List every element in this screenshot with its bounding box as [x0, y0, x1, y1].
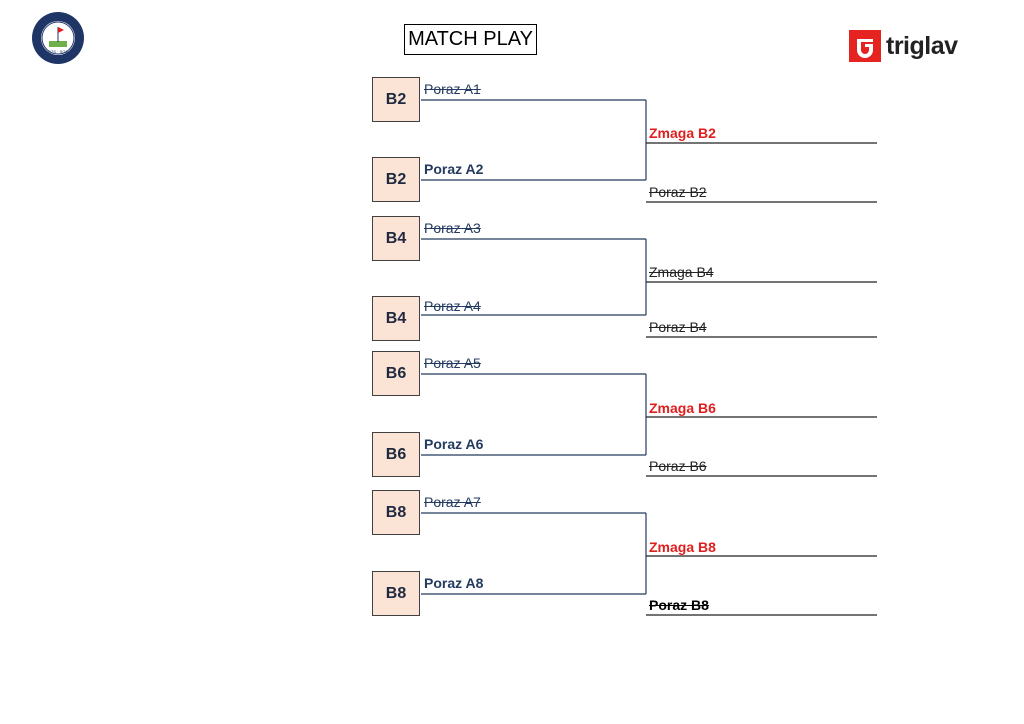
player-label: Poraz A3: [424, 220, 481, 236]
triglav-logo-icon: [849, 30, 881, 62]
brand-name: triglav: [886, 31, 958, 60]
seed-box: B8: [372, 490, 420, 535]
seed-box: B4: [372, 296, 420, 341]
seed-box: B8: [372, 571, 420, 616]
loser-label: Poraz B8: [649, 597, 709, 613]
winner-label: Zmaga B8: [649, 539, 716, 555]
winner-label: Zmaga B2: [649, 125, 716, 141]
seed-box: B6: [372, 351, 420, 396]
seed-box: B2: [372, 157, 420, 202]
seed-box: B2: [372, 77, 420, 122]
player-label: Poraz A1: [424, 81, 481, 97]
loser-label: Poraz B4: [649, 319, 707, 335]
player-label: Poraz A2: [424, 161, 484, 177]
loser-label: Poraz B2: [649, 184, 707, 200]
loser-label: Poraz B6: [649, 458, 707, 474]
player-label: Poraz A6: [424, 436, 484, 452]
player-label: Poraz A5: [424, 355, 481, 371]
page-title: MATCH PLAY: [404, 24, 537, 55]
svg-text:GZS · SGA: GZS · SGA: [48, 49, 69, 54]
player-label: Poraz A8: [424, 575, 484, 591]
brand-logo: triglav: [849, 30, 958, 62]
winner-label: Zmaga B4: [649, 264, 714, 280]
player-label: Poraz A7: [424, 494, 481, 510]
winner-label: Zmaga B6: [649, 400, 716, 416]
golf-association-logo-icon: GZS · SGA: [31, 11, 85, 65]
player-label: Poraz A4: [424, 298, 481, 314]
seed-box: B4: [372, 216, 420, 261]
seed-box: B6: [372, 432, 420, 477]
